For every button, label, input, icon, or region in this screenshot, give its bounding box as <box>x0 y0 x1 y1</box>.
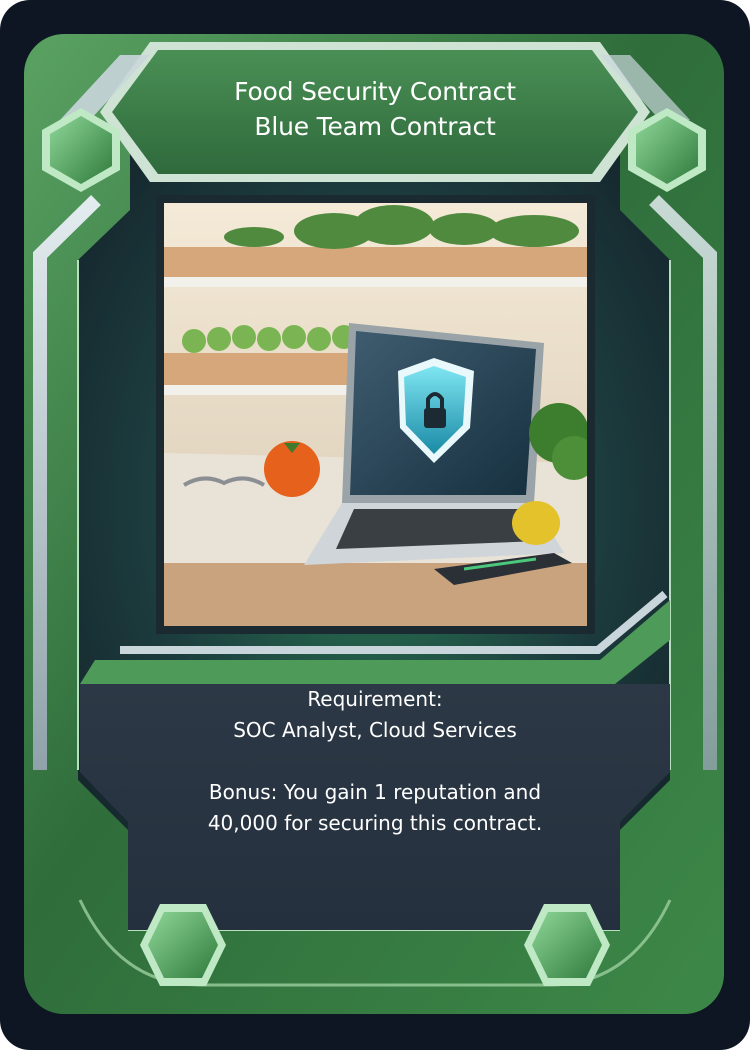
requirement-label: Requirement: <box>307 687 443 711</box>
gem-icon <box>524 904 610 986</box>
gem-icon <box>628 108 706 192</box>
spacer <box>120 746 630 777</box>
bonus-text-line-1: Bonus: You gain 1 reputation and <box>208 780 542 804</box>
card-title: Food Security Contract <box>234 77 516 106</box>
card-text: Requirement: SOC Analyst, Cloud Services… <box>120 684 630 839</box>
gem-icon <box>140 904 226 986</box>
bonus-text-line-2: 40,000 for securing this contract. <box>207 811 543 835</box>
card-title-block: Food Security Contract Blue Team Contrac… <box>150 74 600 144</box>
requirement-value: SOC Analyst, Cloud Services <box>233 718 517 742</box>
gem-icon <box>42 108 120 192</box>
card-subtitle: Blue Team Contract <box>254 112 496 141</box>
card-illustration <box>164 203 587 626</box>
